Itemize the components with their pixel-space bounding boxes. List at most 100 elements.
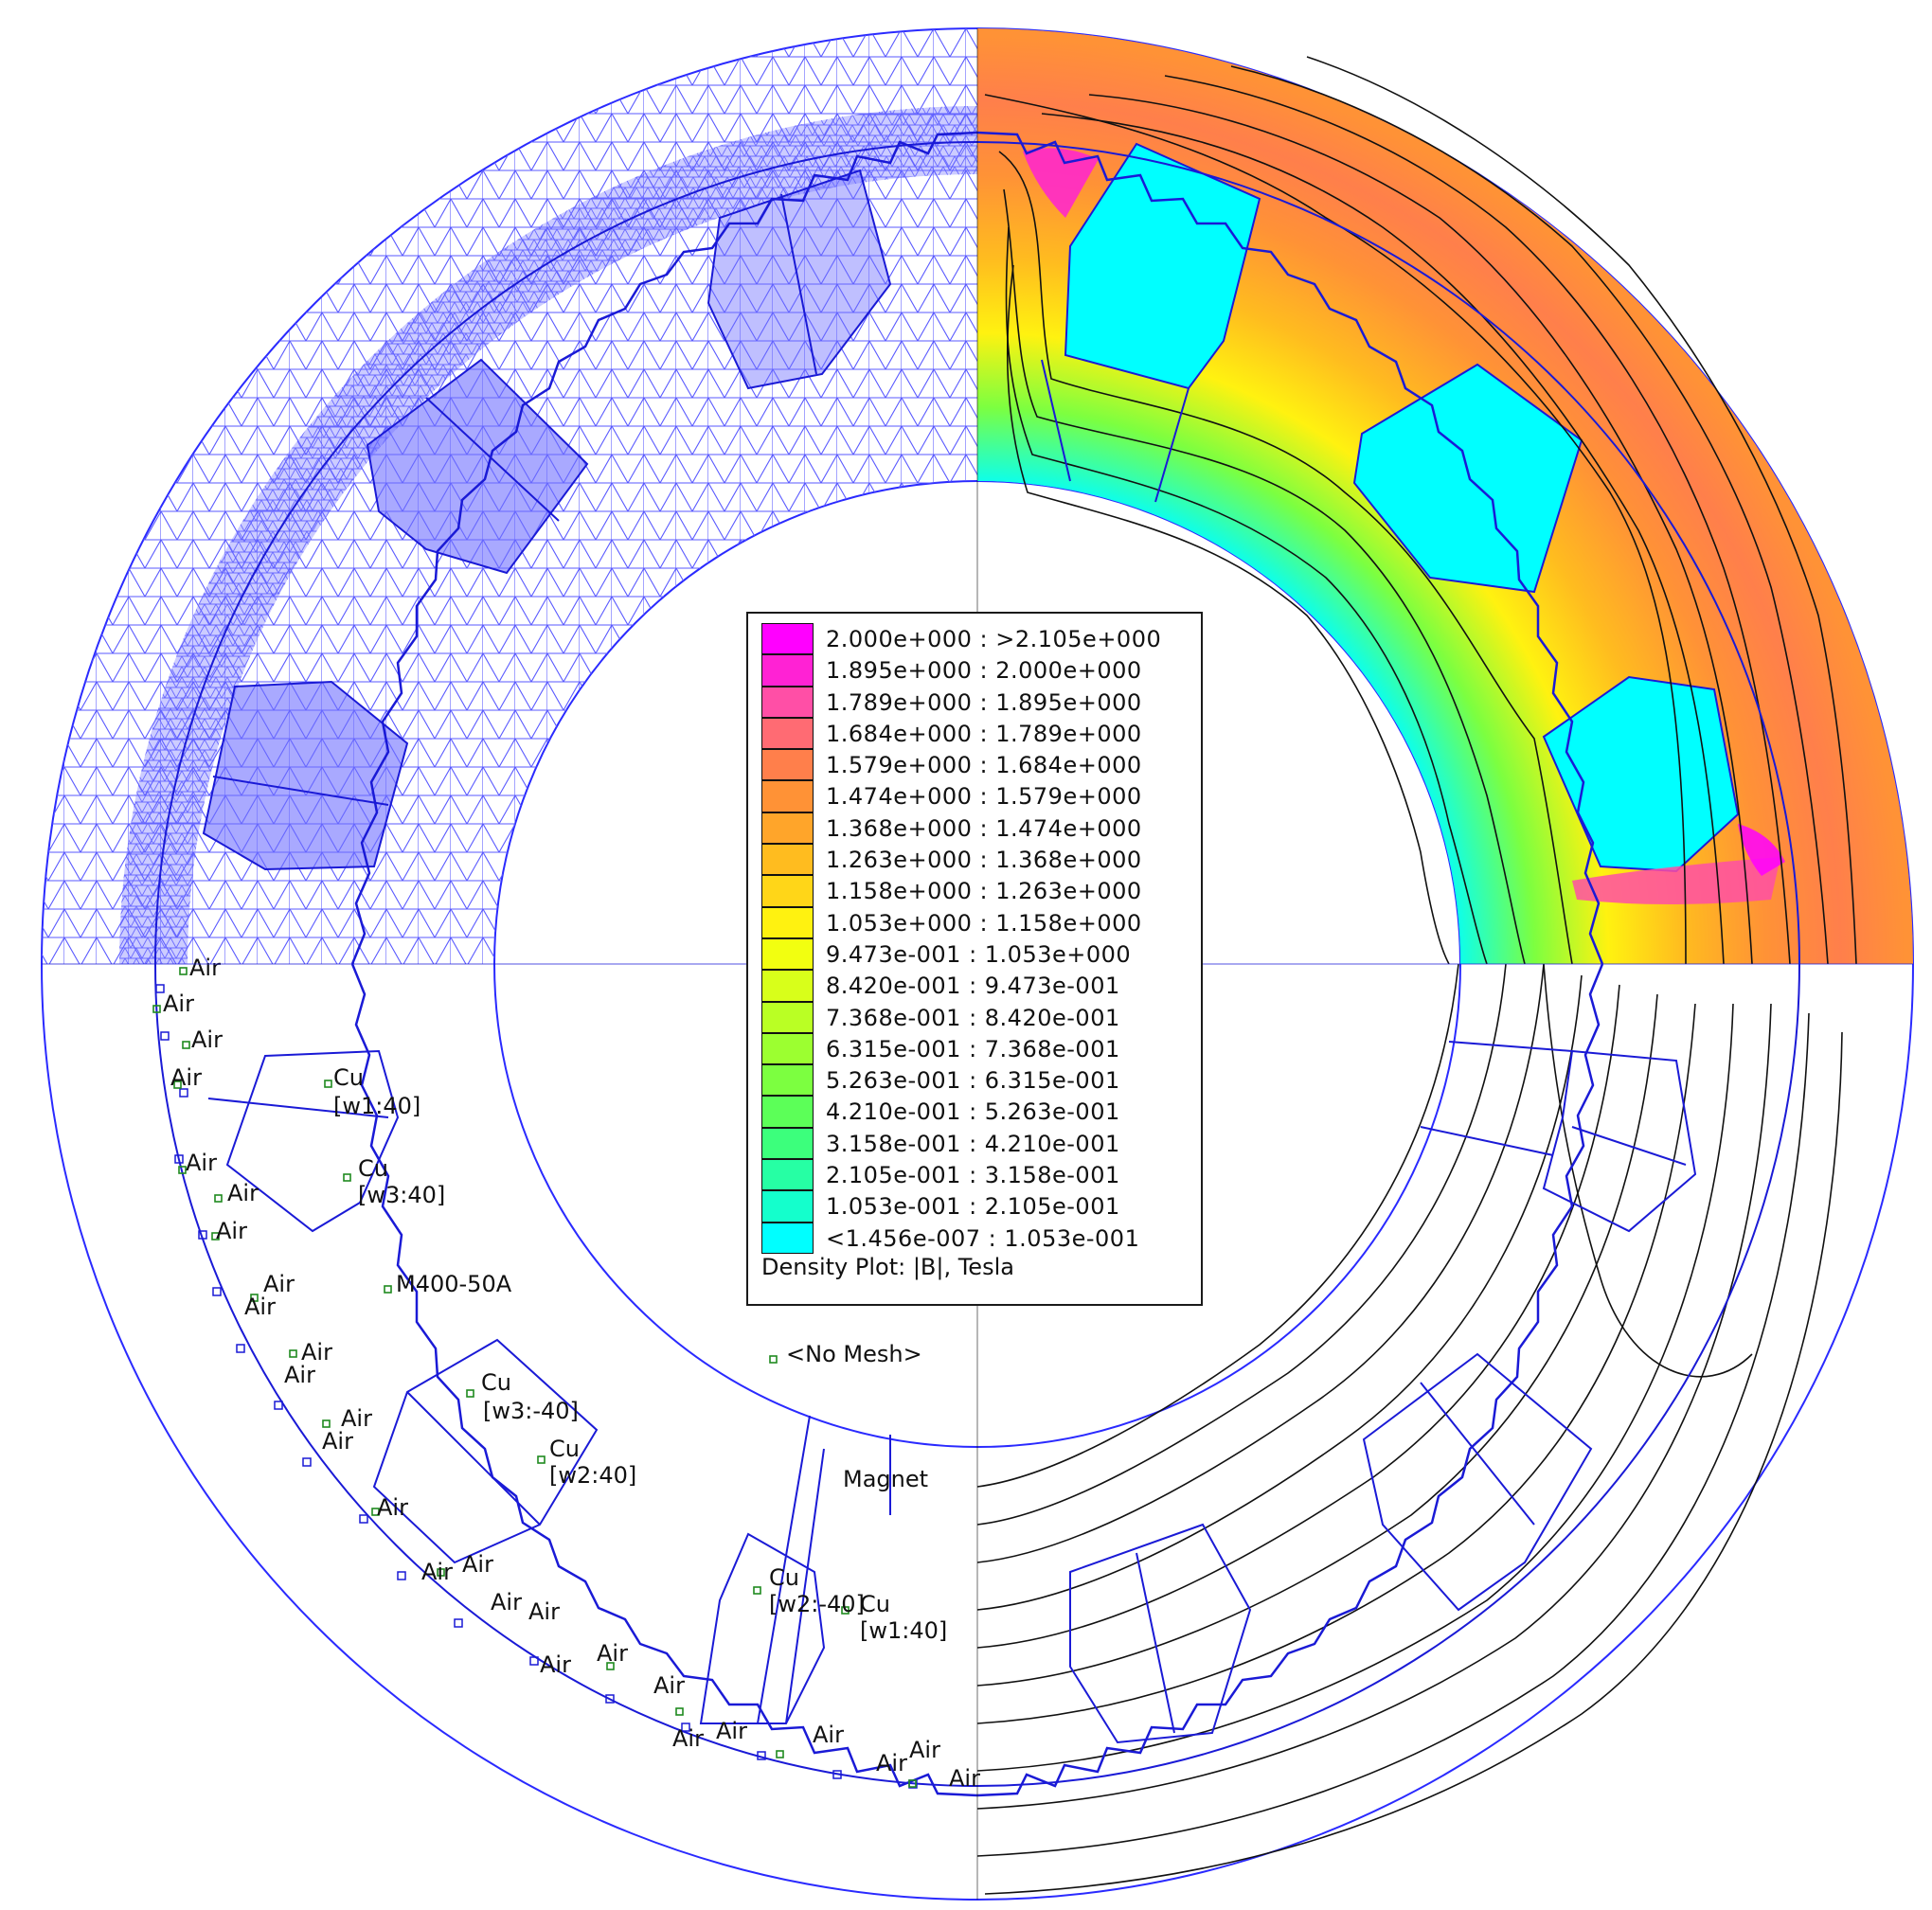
- coil-divider-br-2: [1420, 1382, 1535, 1526]
- legend-range-label: 1.579e+000 : 1.684e+000: [826, 752, 1142, 779]
- legend-swatch: [761, 780, 814, 812]
- airgap-arc-tl: [154, 141, 977, 964]
- label-air-12: Air: [341, 1405, 372, 1432]
- flux-coil-cyan-3: [1542, 675, 1740, 873]
- label-air-25: Air: [876, 1750, 907, 1776]
- legend-swatch: [761, 749, 814, 781]
- legend-swatch: [761, 1096, 814, 1128]
- label-air-18: Air: [528, 1598, 560, 1625]
- label-air-2: Air: [163, 991, 194, 1017]
- coil-divider-br-3: [1136, 1552, 1175, 1734]
- airgap-teeth-tl: [350, 131, 977, 964]
- legend-swatch: [761, 1190, 814, 1223]
- legend-swatch: [761, 717, 814, 750]
- coil-divider-bl-2: [406, 1391, 541, 1526]
- legend-range-label: 1.053e+000 : 1.158e+000: [826, 909, 1142, 937]
- coil-divider-bl-3: [785, 1448, 825, 1724]
- legend-range-label: 2.105e-001 : 3.158e-001: [826, 1162, 1120, 1189]
- legend-range-label: 7.368e-001 : 8.420e-001: [826, 1004, 1120, 1031]
- label-air-15: Air: [421, 1559, 453, 1585]
- legend-swatch: [761, 1159, 814, 1191]
- node-markers: [155, 984, 918, 1789]
- legend-range-label: 1.789e+000 : 1.895e+000: [826, 688, 1142, 716]
- airgap-teeth-br: [977, 964, 1604, 1797]
- label-cu-3: Cu: [481, 1369, 511, 1396]
- label-w1-1: [w1:40]: [333, 1093, 420, 1119]
- label-cu-6: Cu: [860, 1591, 890, 1617]
- tooth-line-tr-1: [1041, 359, 1071, 482]
- label-w2neg: [w2:-40]: [769, 1591, 865, 1617]
- label-air-20: Air: [597, 1640, 628, 1667]
- label-w3neg: [w3:-40]: [483, 1398, 579, 1424]
- label-air-26: Air: [909, 1737, 940, 1763]
- label-w3-1: [w3:40]: [358, 1182, 445, 1208]
- geometry-quadrant: Air Air Air Air Cu [w1:40] Air Cu [w3:40…: [152, 955, 980, 1797]
- coil-mesh-1: [707, 169, 892, 390]
- coil-outline-br-2: [1362, 1352, 1593, 1612]
- legend-range-label: 1.158e+000 : 1.263e+000: [826, 878, 1142, 905]
- label-w2: [w2:40]: [549, 1462, 636, 1489]
- label-air-21: Air: [653, 1672, 685, 1699]
- legend-swatch: [761, 1127, 814, 1160]
- coil-mesh-2: [366, 358, 589, 575]
- legend-swatch: [761, 654, 814, 687]
- label-air-14: Air: [377, 1494, 408, 1521]
- legend-range-label: 2.000e+000 : >2.105e+000: [826, 626, 1162, 652]
- airgap-mesh-band: [119, 106, 977, 964]
- flux-hotspot-2: [1572, 857, 1780, 904]
- label-air-19: Air: [540, 1651, 571, 1678]
- contour-lines-br: [977, 964, 1843, 1895]
- tooth-line-bl-1: [757, 1415, 811, 1724]
- label-air-23: Air: [716, 1718, 747, 1744]
- airgap-arc-tr: [977, 141, 1800, 964]
- label-magnet: Magnet: [843, 1466, 928, 1492]
- airgap-mesh-shade: [119, 106, 977, 964]
- legend-swatch: [761, 844, 814, 876]
- legend-range-label: <1.456e-007 : 1.053e-001: [826, 1224, 1140, 1252]
- label-air-10: Air: [301, 1339, 332, 1366]
- legend-range-label: 5.263e-001 : 6.315e-001: [826, 1067, 1120, 1095]
- legend-swatch: [761, 686, 814, 718]
- legend-title: Density Plot: |B|, Tesla: [761, 1254, 1014, 1280]
- legend-range-label: 1.684e+000 : 1.789e+000: [826, 720, 1142, 747]
- legend-range-label: 4.210e-001 : 5.263e-001: [826, 1098, 1120, 1126]
- legend-swatch: [761, 623, 814, 655]
- flux-coil-cyan-2: [1352, 363, 1583, 594]
- legend-range-label: 1.263e+000 : 1.368e+000: [826, 847, 1142, 874]
- label-air-27: Air: [949, 1765, 980, 1792]
- flux-coil-cyan-1: [1064, 142, 1261, 390]
- label-nomesh: <No Mesh>: [786, 1341, 922, 1367]
- coil-divider-2: [425, 397, 560, 522]
- label-cu-1: Cu: [333, 1064, 364, 1091]
- legend-swatch: [761, 906, 814, 938]
- label-air-22: Air: [672, 1725, 704, 1752]
- tooth-line-tr-2: [1154, 387, 1190, 503]
- label-cu-4: Cu: [549, 1436, 580, 1462]
- airgap-arc-bl: [154, 963, 978, 1787]
- coil-mesh-3: [202, 680, 409, 871]
- coil-divider-bl-1: [207, 1098, 389, 1118]
- label-air-9: Air: [244, 1294, 276, 1320]
- label-air-3: Air: [191, 1026, 223, 1053]
- legend-range-label: 1.368e+000 : 1.474e+000: [826, 814, 1142, 842]
- legend-range-label: 8.420e-001 : 9.473e-001: [826, 973, 1120, 1000]
- label-air-7: Air: [216, 1218, 247, 1244]
- legend-swatch: [761, 875, 814, 907]
- tooth-line-br-2: [1420, 1126, 1554, 1156]
- coil-outline-br-1: [1542, 1049, 1697, 1233]
- coil-outline-br-3: [1069, 1523, 1252, 1744]
- flux-hotspot-1: [1023, 148, 1099, 218]
- legend-range-label: 1.053e-001 : 2.105e-001: [826, 1193, 1120, 1221]
- label-air-24: Air: [813, 1722, 844, 1748]
- legend-swatch: [761, 1222, 814, 1254]
- airgap-teeth-bl: [350, 963, 978, 1797]
- label-air-8: Air: [263, 1271, 295, 1297]
- flux-lines-tr: [984, 56, 1857, 964]
- label-air-13: Air: [322, 1428, 353, 1455]
- mesh-quadrant: [42, 28, 977, 964]
- flux-density-quadrant: [977, 28, 1913, 964]
- legend-swatch: [761, 812, 814, 845]
- coil-divider-br-1: [1571, 1126, 1687, 1166]
- label-air-6: Air: [227, 1180, 259, 1206]
